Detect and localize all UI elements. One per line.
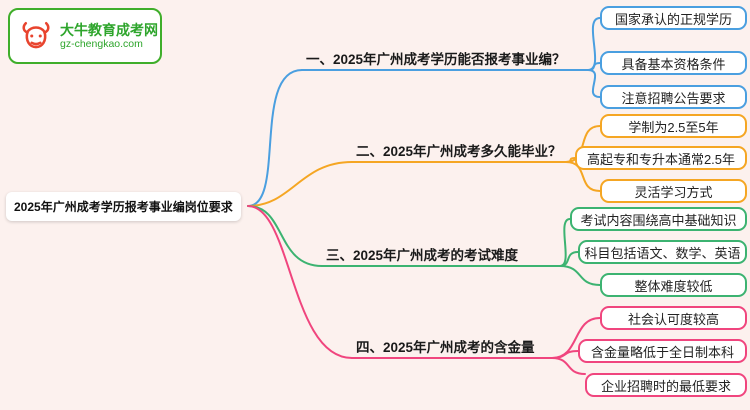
root-node: 2025年广州成考学历报考事业编岗位要求 [6,192,241,221]
leaf-node: 注意招聘公告要求 [600,85,747,109]
leaf-node: 学制为2.5至5年 [600,114,747,138]
branch-title-2: 二、2025年广州成考多久能毕业？ [356,144,562,159]
leaf-node: 含金量略低于全日制本科 [578,339,747,363]
site-url: gz-chengkao.com [60,38,143,51]
leaf-node: 具备基本资格条件 [600,51,747,75]
leaf-node: 高起专和专升本通常2.5年 [575,146,747,170]
logo-text: 大牛教育成考网 gz-chengkao.com [60,22,158,50]
branch-4-connectors [247,205,601,375]
branch-3-connectors [247,205,601,286]
leaf-node: 考试内容围绕高中基础知识 [570,207,747,231]
leaf-node: 整体难度较低 [600,273,747,297]
leaf-node: 科目包括语文、数学、英语 [578,240,747,264]
leaf-node: 国家承认的正规学历 [600,6,747,30]
branch-2-connectors [247,125,601,207]
site-name: 大牛教育成考网 [60,21,158,38]
bull-logo-icon [22,21,50,49]
site-logo: 大牛教育成考网 gz-chengkao.com [8,8,162,64]
branch-1-connectors [247,17,601,207]
branch-title-1: 一、2025年广州成考学历能否报考事业编？ [306,52,566,67]
leaf-node: 灵活学习方式 [600,179,747,203]
branch-title-4: 四、2025年广州成考的含金量 [356,340,535,355]
branch-title-3: 三、2025年广州成考的考试难度 [326,248,519,263]
leaf-node: 企业招聘时的最低要求 [585,373,747,397]
leaf-node: 社会认可度较高 [600,306,747,330]
